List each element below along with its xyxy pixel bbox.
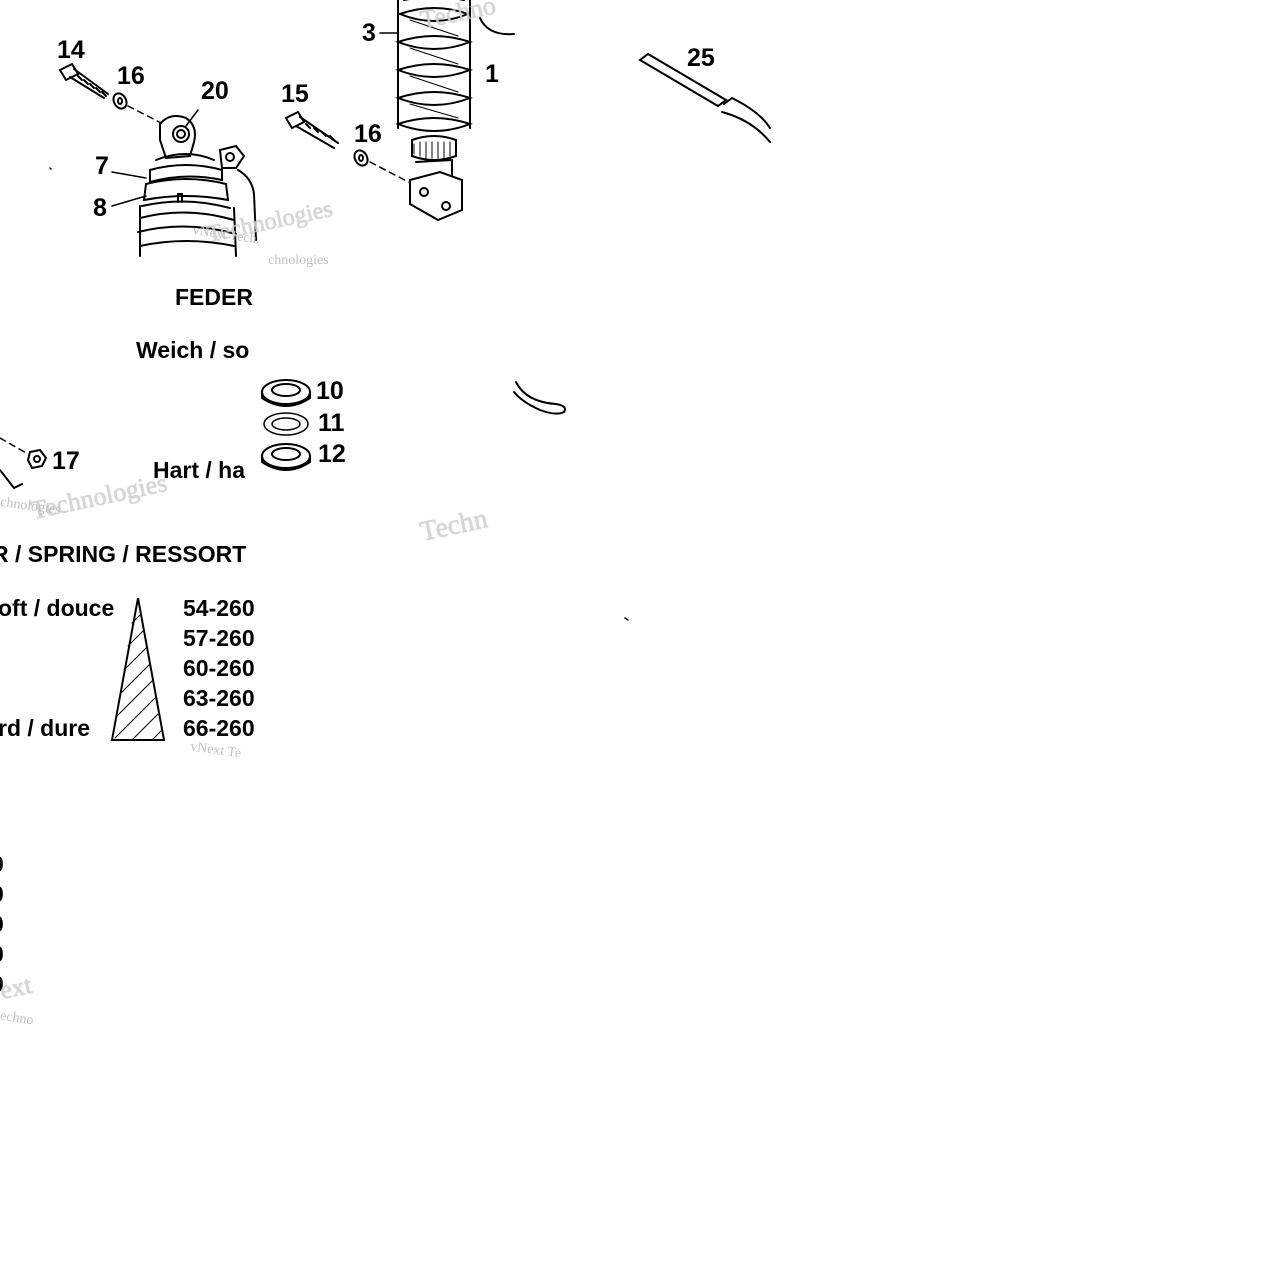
- callout-14: 14: [57, 36, 85, 64]
- shock-lower-eye-drawing: [409, 135, 463, 222]
- edge-digit-1: 0: [0, 853, 4, 876]
- spacer-12-drawing: [261, 443, 311, 471]
- callout-20: 20: [201, 77, 229, 105]
- callout-15: 15: [281, 80, 309, 108]
- washer-16-left-drawing: [112, 92, 128, 110]
- weich-label: Weich / so: [136, 337, 250, 363]
- callout-8: 8: [93, 194, 107, 222]
- callout-3: 3: [362, 19, 376, 47]
- callout-17: 17: [52, 447, 80, 475]
- edge-digit-2: 0: [0, 883, 4, 906]
- watermark-8: ext: [0, 970, 35, 1005]
- main-spring-drawing: [395, 0, 473, 132]
- rate-60: 60-260: [183, 655, 255, 681]
- callout-10: 10: [316, 377, 344, 405]
- hard-label: rd / dure: [0, 715, 91, 741]
- callout-16-left: 16: [117, 62, 145, 90]
- bolt-14-drawing: [58, 62, 109, 99]
- hart-label: Hart / ha: [153, 457, 246, 483]
- rate-66: 66-260: [183, 715, 255, 741]
- callout-1: 1: [485, 60, 499, 88]
- rate-54: 54-260: [183, 595, 255, 621]
- watermark-3: chnologies: [268, 253, 329, 268]
- callout-25: 25: [687, 44, 715, 72]
- nut-17-drawing: [0, 437, 48, 490]
- soft-label: oft / douce: [0, 595, 115, 621]
- spacer-11-drawing: [263, 412, 309, 436]
- rate-63: 63-260: [183, 685, 255, 711]
- callout-11: 11: [318, 409, 345, 437]
- callout-12: 12: [318, 440, 346, 468]
- feder-heading: FEDER: [175, 284, 253, 310]
- spacer-10-drawing: [261, 379, 311, 407]
- washer-16-right-drawing: [353, 149, 369, 167]
- spring-table: FEDER Weich / so Hart / ha R / SPRING / …: [0, 0, 258, 1285]
- watermark-2: vNext Te: [189, 739, 243, 762]
- edge-digit-5: 0: [0, 973, 4, 996]
- edge-digit-3: 0: [0, 913, 4, 936]
- callout-7: 7: [95, 152, 109, 180]
- strap-25-drawing: [638, 52, 771, 143]
- callout-16-right: 16: [354, 120, 382, 148]
- clip-drawing: [513, 381, 566, 415]
- rate-57: 57-260: [183, 625, 255, 651]
- bolt-15-drawing: [284, 110, 339, 149]
- rate-triangle-drawing: [110, 597, 166, 741]
- edge-digit-4: 0: [0, 943, 4, 966]
- spring-header: R / SPRING / RESSORT: [0, 541, 247, 567]
